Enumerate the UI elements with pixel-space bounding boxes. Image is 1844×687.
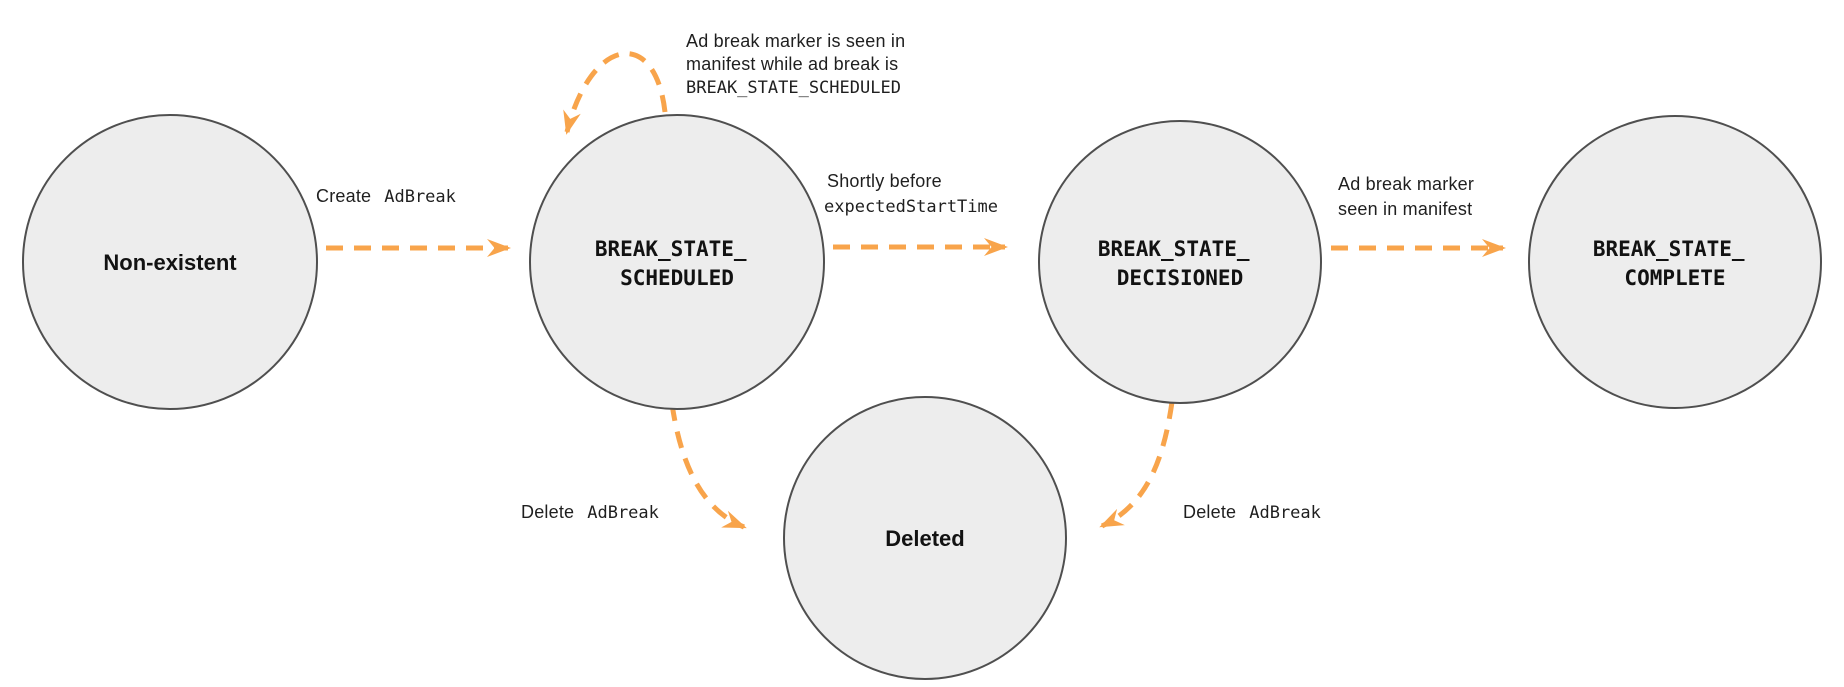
edge-label-decision: Shortly before expectedStartTime [824, 171, 998, 217]
edge-label-self-loop: Ad break marker is seen in manifest whil… [686, 31, 909, 98]
node-label-deleted: Deleted [885, 526, 964, 551]
node-break-state-complete [1528, 115, 1822, 409]
edge-delete-from-decisioned-arrow [1099, 401, 1175, 529]
node-break-state-scheduled [529, 114, 825, 410]
edge-label-create-adbreak: Create AdBreak [316, 186, 456, 207]
edge-label-delete-left: Delete AdBreak [521, 502, 659, 523]
node-label-non-existent: Non-existent [103, 250, 237, 275]
edge-label-complete: Ad break marker seen in manifest [1338, 174, 1478, 219]
edge-label-delete-right: Delete AdBreak [1183, 502, 1321, 523]
edge-self-loop-arrow [563, 51, 668, 135]
node-label-scheduled: BREAK_STATE_ SCHEDULED [595, 237, 759, 290]
node-break-state-decisioned [1038, 120, 1322, 404]
node-deleted [783, 396, 1067, 680]
node-label-decisioned: BREAK_STATE_ DECISIONED [1098, 237, 1262, 290]
edge-delete-from-scheduled-arrow [669, 403, 747, 530]
node-non-existent [22, 114, 318, 410]
node-label-complete: BREAK_STATE_ COMPLETE [1593, 237, 1757, 290]
